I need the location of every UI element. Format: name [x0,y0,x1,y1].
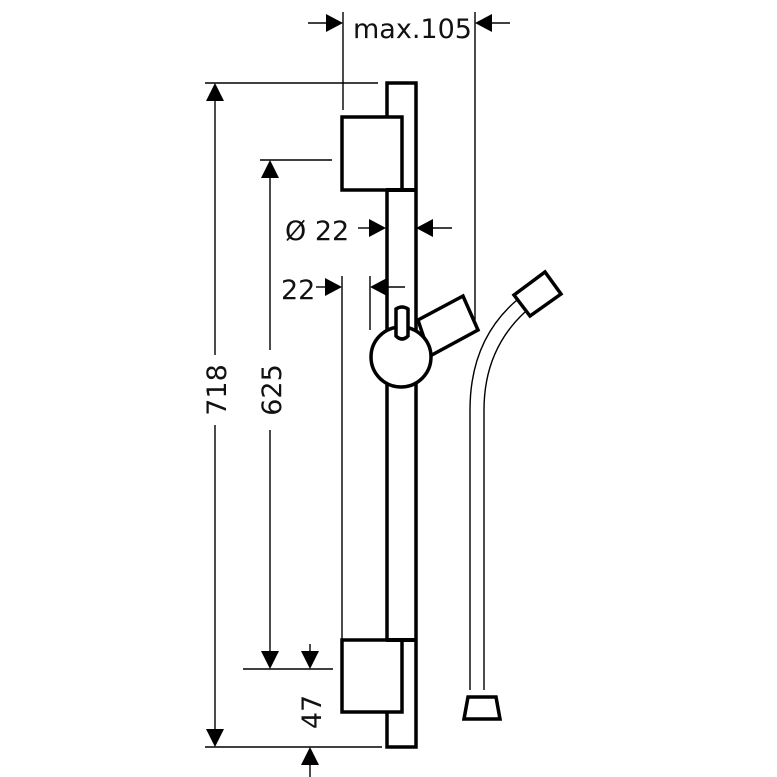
dimension-max-width: max.105 [308,12,510,320]
slider-lever [394,305,410,341]
shower-rail [340,81,418,749]
offset-label: 22 [281,275,315,306]
bottom-offset-label: 47 [297,695,328,729]
dimension-bottom-offset: 47 [297,644,328,777]
total-height-label: 718 [202,364,233,416]
max-width-label: max.105 [353,14,472,45]
dimension-diameter: Ø 22 [285,216,452,247]
bracket-spacing-label: 625 [257,364,288,416]
hose-bottom-connector [461,695,503,721]
shower-slider [369,293,481,389]
shower-hose [461,269,564,721]
diameter-label: Ø 22 [285,216,349,247]
top-wall-bracket [340,115,404,192]
dimension-total-height: 718 [202,82,382,748]
bottom-wall-bracket [340,638,404,714]
dimension-offset: 22 [281,275,405,640]
hose-top-connector [511,269,564,319]
dimension-bracket-spacing: 625 [243,159,333,670]
